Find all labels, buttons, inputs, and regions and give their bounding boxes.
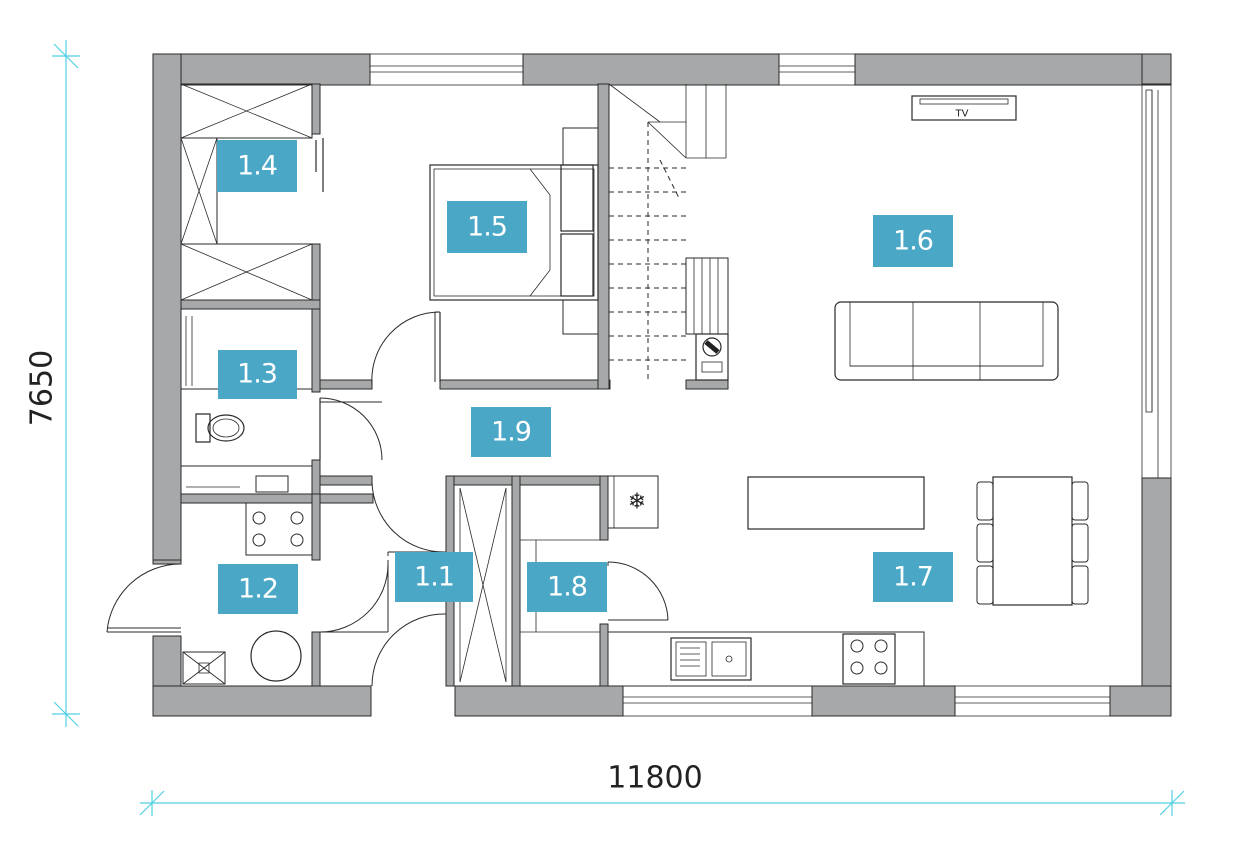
room-label-1-3[interactable]: 1.3 (218, 350, 297, 399)
room-label-text: 1.2 (238, 574, 278, 605)
stove-icon (842, 633, 896, 685)
sofa-icon (834, 301, 1059, 381)
room-label-1-9[interactable]: 1.9 (471, 407, 551, 457)
room-label-text: 1.5 (467, 212, 507, 243)
room-label-text: 1.6 (893, 226, 933, 257)
dimension-lines (52, 40, 1185, 816)
bed-icon (429, 127, 599, 335)
dining-table (976, 476, 1089, 606)
room-label-text: 1.9 (491, 417, 531, 448)
room-label-1-5[interactable]: 1.5 (447, 201, 527, 253)
kitchen-island (747, 476, 925, 530)
room-label-text: 1.1 (414, 562, 454, 593)
staircase-icon (608, 83, 727, 380)
kitchen-counter (607, 631, 925, 687)
room-label-1-8[interactable]: 1.8 (527, 562, 607, 612)
stove-icon (245, 502, 313, 556)
room-label-text: 1.4 (237, 151, 277, 182)
height-dimension: 7650 (25, 350, 60, 426)
room-label-1-2[interactable]: 1.2 (218, 564, 298, 614)
room-label-1-7[interactable]: 1.7 (873, 552, 953, 602)
wardrobe-1-4 (180, 83, 313, 301)
sink-icon (180, 465, 313, 495)
width-dimension: 11800 (607, 761, 702, 796)
tv-label: TV (955, 109, 969, 120)
room-label-text: 1.3 (237, 359, 277, 390)
doors (106, 138, 669, 687)
tv-icon (911, 95, 1017, 121)
sink-icon (670, 637, 752, 681)
room-label-text: 1.7 (893, 562, 933, 593)
room-label-1-1[interactable]: 1.1 (395, 552, 473, 602)
exterior-walls (152, 53, 1172, 717)
room-label-1-6[interactable]: 1.6 (873, 215, 953, 267)
room-label-1-4[interactable]: 1.4 (217, 140, 297, 192)
round-table (250, 630, 302, 682)
snowflake-icon: ❄ (628, 490, 646, 515)
fireplace-icon (685, 257, 729, 381)
toilet-icon (195, 413, 245, 443)
room-label-text: 1.8 (547, 572, 587, 603)
fridge (607, 475, 659, 529)
boiler (182, 651, 226, 685)
